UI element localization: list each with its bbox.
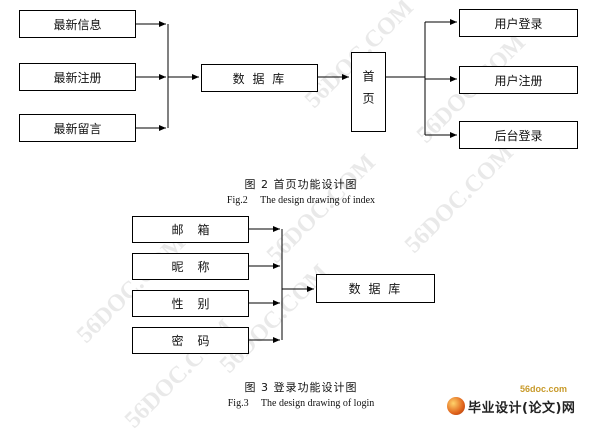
figure-2-caption-en: Fig.2 The design drawing of index (226, 195, 376, 206)
node-user-login: 用户登录 (459, 9, 578, 37)
node-gender: 性别 (132, 290, 249, 317)
node-database: 数 据 库 (201, 64, 318, 92)
figure-3-caption-en: Fig.3 The design drawing of login (227, 398, 375, 409)
node-latest-register: 最新注册 (19, 63, 136, 91)
logo-name: 毕业设计(论文)网 (468, 401, 576, 416)
node-user-register: 用户注册 (459, 66, 578, 94)
node-password: 密码 (132, 327, 249, 354)
node-admin-login: 后台登录 (459, 121, 578, 149)
logo-site-text: 56doc.com (520, 384, 568, 394)
node-database-fig3: 数 据 库 (316, 274, 435, 303)
logo-mark-icon (447, 397, 465, 415)
figure-3-caption: 图 3 登录功能设计图 (244, 381, 358, 394)
node-nickname: 昵称 (132, 253, 249, 280)
node-latest-message: 最新留言 (19, 114, 136, 142)
node-email: 邮箱 (132, 216, 249, 243)
connector-lines (136, 19, 457, 343)
node-latest-info: 最新信息 (19, 10, 136, 38)
figure-2-caption: 图 2 首页功能设计图 (244, 178, 358, 191)
node-home: 首页 (351, 52, 386, 132)
